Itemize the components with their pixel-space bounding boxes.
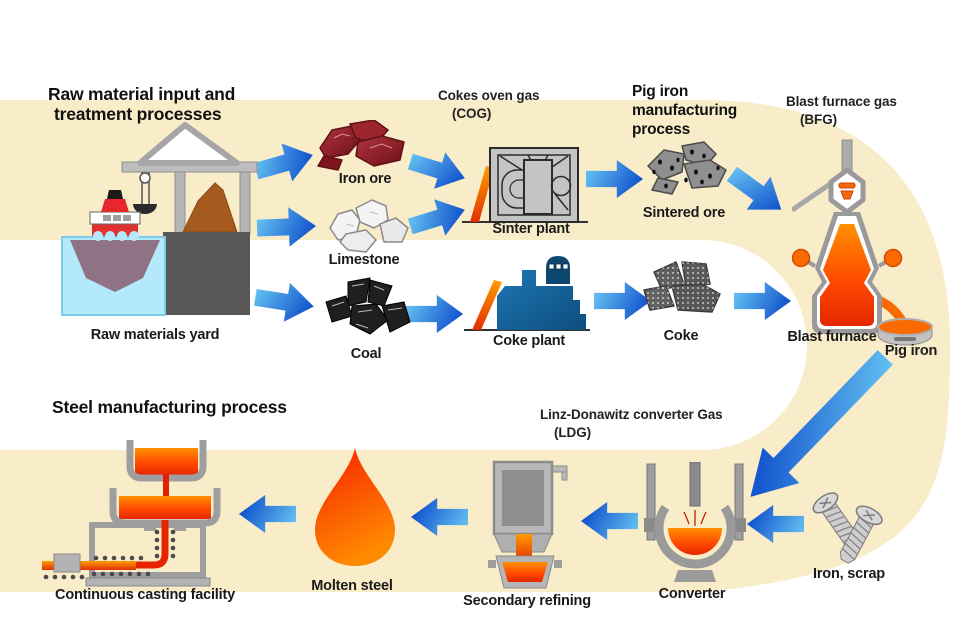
heading-raw-material-processes: Raw material input and treatment process… <box>48 84 235 125</box>
label-sintered-ore: Sintered ore <box>642 205 726 221</box>
label-sinter-plant: Sinter plant <box>492 221 570 237</box>
heading-line: process <box>632 120 691 138</box>
gas-line: (BFG) <box>800 111 837 127</box>
sinter-machine-icon <box>462 147 588 223</box>
label-secondary-refining: Secondary refining <box>463 593 591 609</box>
label-ldg-gas: Linz-Donawitz converter Gas (LDG) <box>540 406 723 441</box>
arrow-sintered-ore-to-blast-furnace <box>726 166 782 210</box>
gas-line: (LDG) <box>554 424 591 440</box>
heading-steel-process: Steel manufacturing process <box>52 397 287 417</box>
heading-pig-iron-process: Pig iron manufacturing process <box>632 83 737 140</box>
label-cokes-oven-gas: Cokes oven gas (COG) <box>438 87 540 122</box>
arrow-coke-to-blast-furnace <box>734 281 792 321</box>
gas-line: Blast furnace gas <box>786 94 897 109</box>
arrow-iron-ore-to-sinter-plant <box>407 152 465 189</box>
label-continuous-casting: Continuous casting facility <box>55 587 235 603</box>
arrow-converter-to-secondary-refining <box>580 501 638 541</box>
converter-vessel-icon <box>644 462 746 582</box>
crane-ship-yard-icon <box>61 122 258 316</box>
white-rocks-icon <box>329 199 409 253</box>
blast-furnace-vessel-icon <box>792 139 909 334</box>
red-ore-rocks-icon <box>317 120 405 171</box>
blue-factory-icon <box>464 256 590 331</box>
arrow-coke-plant-to-coke <box>594 281 652 321</box>
arrow-scrap-to-converter <box>746 504 804 544</box>
heading-line: Pig iron <box>632 83 689 100</box>
heading-line: Steel manufacturing process <box>52 397 287 417</box>
ladle-icon <box>877 318 933 346</box>
gas-line: (COG) <box>452 105 492 121</box>
arrow-yard-to-coal <box>254 282 314 322</box>
heading-line: manufacturing <box>632 101 738 119</box>
label-iron-scrap: Iron, scrap <box>813 566 885 582</box>
dark-dotted-rocks-icon <box>643 261 721 313</box>
gray-speckled-rocks-icon <box>647 141 727 195</box>
label-iron-ore: Iron ore <box>338 171 392 187</box>
black-rocks-icon <box>325 277 411 335</box>
heading-line: treatment processes <box>54 104 222 125</box>
arrow-coal-to-coke-plant <box>406 294 464 334</box>
refining-vessel-icon <box>488 460 568 589</box>
molten-droplet-icon <box>315 448 395 566</box>
arrow-yard-to-iron-ore <box>253 143 313 182</box>
label-blast-furnace-gas: Blast furnace gas (BFG) <box>786 93 897 128</box>
label-blast-furnace: Blast furnace <box>787 329 877 345</box>
arrow-molten-steel-to-casting <box>238 494 296 534</box>
arrow-secondary-refining-to-molten-steel <box>410 497 468 537</box>
label-raw-materials-yard: Raw materials yard <box>90 327 220 343</box>
label-coal: Coal <box>350 346 382 362</box>
arrow-yard-to-limestone <box>256 207 317 247</box>
label-limestone: Limestone <box>328 252 400 268</box>
arrow-pig-iron-to-converter <box>750 350 893 497</box>
casting-machine-icon <box>42 440 221 587</box>
label-converter: Converter <box>658 586 726 602</box>
label-coke-plant: Coke plant <box>492 333 566 349</box>
label-molten-steel: Molten steel <box>311 578 393 594</box>
heading-line: Raw material input and <box>48 84 236 104</box>
arrow-sinter-plant-to-sintered-ore <box>586 159 644 199</box>
label-pig-iron: Pig iron <box>884 343 938 359</box>
label-coke: Coke <box>663 328 699 344</box>
gas-line: Linz-Donawitz converter Gas <box>540 407 723 422</box>
gas-line: Cokes oven gas <box>438 88 540 103</box>
screws-icon <box>812 492 883 564</box>
arrow-limestone-to-sinter-plant <box>407 199 465 236</box>
